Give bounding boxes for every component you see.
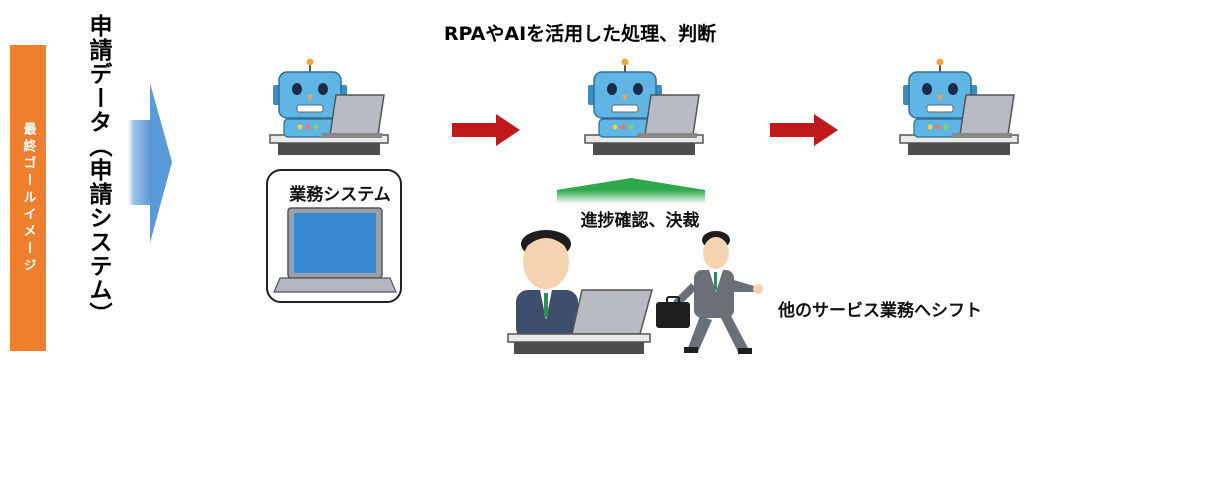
shift-to-other-services-label: 他のサービス業務へシフト bbox=[778, 301, 982, 321]
person-icon bbox=[673, 231, 763, 354]
goal-image-badge: 最終ゴールイメージ bbox=[10, 45, 46, 351]
robot-icon bbox=[899, 57, 1019, 156]
diagram-title: RPAやAIを活用した処理、判断 bbox=[443, 23, 717, 45]
goal-image-label: 最終ゴールイメージ bbox=[20, 121, 36, 275]
input-flow-arrow bbox=[128, 83, 172, 243]
briefcase-icon bbox=[656, 296, 690, 328]
application-data-label: 申請データ（申請システム） bbox=[85, 14, 111, 326]
progress-approval-label: 進捗確認、決裁 bbox=[580, 211, 700, 231]
process-arrow bbox=[770, 114, 838, 146]
laptop-icon bbox=[273, 207, 397, 293]
process-arrow bbox=[452, 114, 520, 146]
business-system-label: 業務システム bbox=[289, 185, 391, 205]
robot-icon bbox=[269, 57, 389, 156]
person-icon bbox=[507, 230, 653, 354]
robot-icon bbox=[584, 57, 704, 156]
approval-arrow bbox=[557, 178, 705, 204]
